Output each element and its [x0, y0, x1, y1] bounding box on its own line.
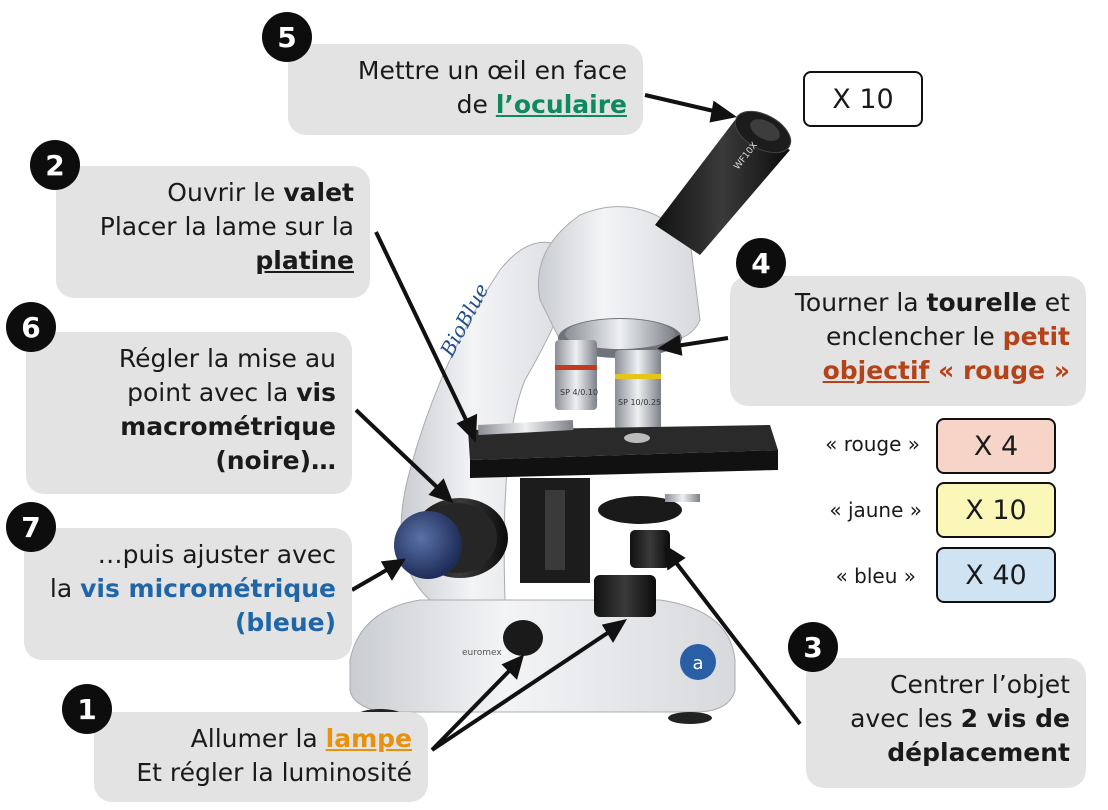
- brightness-knob: [503, 620, 543, 656]
- eyepiece-lens: [750, 119, 780, 141]
- callout-step-1: Allumer la lampe Et régler la luminosité: [94, 712, 428, 802]
- oculaire-term: l’oculaire: [495, 90, 627, 119]
- logo-badge: [680, 644, 716, 680]
- eyepiece-tube: [655, 120, 790, 255]
- step-number-5: 5: [262, 12, 312, 62]
- microscope-base: [349, 599, 736, 713]
- step-number-6: 6: [6, 302, 56, 352]
- callout-step-3: Centrer l’objet avec les 2 vis de déplac…: [806, 658, 1086, 788]
- callout-step-6: Régler la mise au point avec la vis macr…: [26, 332, 352, 494]
- svg-text:euromex: euromex: [462, 648, 502, 658]
- callout-step-4: Tourner la tourelle et enclencher le pet…: [730, 276, 1086, 406]
- objective-mag-jaune: X 10: [936, 482, 1056, 538]
- objective-mag-bleu: X 40: [936, 547, 1056, 603]
- objective-medium: [615, 350, 661, 430]
- svg-text:SP 10/0.25: SP 10/0.25: [618, 398, 661, 407]
- lamp-knob-collar: [594, 575, 656, 617]
- callout-step-2: Ouvrir le valet Placer la lame sur la pl…: [56, 166, 370, 298]
- objective-small: [555, 340, 597, 410]
- eyepiece-magnification-box: X 10: [803, 71, 923, 127]
- fine-focus-knob: [394, 511, 462, 579]
- objective-label-bleu: « bleu »: [835, 564, 916, 588]
- step-number-7: 7: [6, 502, 56, 552]
- pointer-arrows: [350, 93, 802, 752]
- stage-knob-3: [630, 530, 670, 568]
- step-number-4: 4: [736, 238, 786, 288]
- objective-label-rouge: « rouge »: [825, 432, 920, 456]
- step-number-1: 1: [62, 684, 112, 734]
- step-number-2: 2: [30, 140, 80, 190]
- base-foot-right: [668, 712, 712, 724]
- stage-platine: [468, 425, 778, 460]
- objective-label-jaune: « jaune »: [829, 498, 922, 522]
- objective-mag-rouge: X 4: [936, 418, 1056, 474]
- stage-clip-valet: [477, 420, 574, 435]
- callout-step-5: Mettre un œil en face de l’oculaire: [288, 44, 643, 135]
- svg-text:a: a: [692, 653, 703, 674]
- svg-text:SP 4/0.10: SP 4/0.10: [560, 388, 598, 397]
- step-number-3: 3: [788, 622, 838, 672]
- callout-step-7: …puis ajuster avec la vis micrométrique …: [24, 528, 352, 660]
